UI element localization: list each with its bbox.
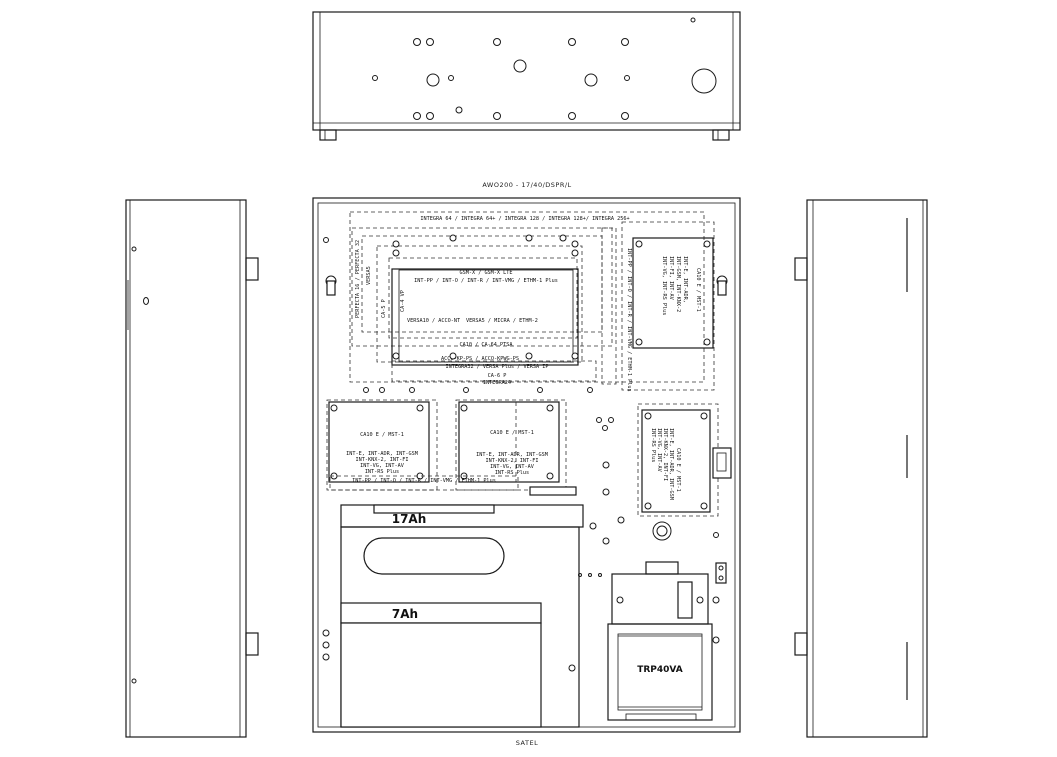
versa5-vertical-label: VERSA5 — [366, 266, 372, 285]
battery-7ah: 7Ah — [340, 602, 542, 728]
integra24-label: INTEGRA24 — [483, 380, 511, 386]
right-module-title: CA10 E / MST-1 — [695, 268, 701, 312]
transformer-label: TRP40VA — [637, 665, 683, 675]
lower-right-module-line-4: INT-RS Plus — [650, 428, 656, 462]
lower-right-module-line-2: INT-KNX-2, INT-FI — [662, 428, 668, 481]
lower-right-module-line-1: INT-E, INT-ADR, INT-GSM — [668, 428, 674, 500]
ca5p-label: CA-5 P — [381, 299, 387, 318]
right-module-line-4: INT-VG, INT-RS Plus — [661, 256, 667, 315]
ca10-label: CA10 / CA-64 PTSA — [459, 342, 513, 348]
int-modules-label: INT-PP / INT-O / INT-R / INT-VMG / ETHM-… — [414, 278, 558, 284]
right-int-modules-label: INT-PP / INT-O / INT-R / INT-VMG / ETHM-… — [626, 248, 632, 392]
acco-ps-label: ACCO-KP-PS / ACCO-KPWG-PS — [441, 356, 519, 362]
left-module-line-4: INT-RS Plus — [365, 469, 399, 475]
left-module-line-1: INT-E, INT-ADR, INT-GSM — [346, 451, 418, 457]
top-view — [312, 11, 741, 141]
perfecta-label: PERFECTA 16 / PERFECTA 32 — [355, 240, 361, 318]
bottom-bus-label: INT-PP / INT-O / INT-R / INT-VMG / ETHM-… — [352, 478, 496, 484]
left-module-line-2: INT-KNX-2, INT-FI — [355, 457, 408, 463]
mid-module-title: CA10 E / MST-1 — [490, 430, 534, 436]
mid-module-line-4: INT-RS Plus — [495, 470, 529, 476]
battery-17ah: 17Ah — [340, 504, 584, 728]
ca6p-label: CA-6 P — [488, 373, 507, 379]
drawing-title: AWO200 - 17/40/DSPR/L — [482, 181, 571, 189]
integra32-label: INTEGRA32 / VERSA Plus / VERSA IP — [445, 364, 548, 370]
mid-module-line-3: INT-VG, INT-AV — [490, 464, 534, 470]
versa10-label: VERSA10 / ACCO-NT — [407, 318, 460, 324]
lower-right-module-title: CA10 E / MST-1 — [675, 448, 681, 492]
ca4vp-label: CA-4 VP — [400, 290, 406, 312]
battery-7ah-label: 7Ah — [392, 607, 418, 621]
versa-micra-label: VERSA5 / MICRA / ETHM-2 — [466, 318, 538, 324]
right-side-view — [794, 199, 928, 738]
lower-right-module-line-3: INT-VG, INT-AV — [656, 428, 662, 472]
left-side-view — [125, 199, 259, 738]
integra-board-label: INTEGRA 64 / INTEGRA 64+ / INTEGRA 128 /… — [420, 216, 629, 222]
gsm-label: GSM-X / GSM-X LTE — [459, 270, 512, 276]
left-module-title: CA10 E / MST-1 — [360, 432, 404, 438]
manufacturer-label: SATEL — [516, 739, 538, 747]
battery-17ah-label: 17Ah — [392, 512, 427, 526]
right-module-line-1: INT-E, INT-ADR, — [682, 256, 688, 303]
mid-module-line-1: INT-E, INT-ADR, INT-GSM — [476, 452, 548, 458]
left-module-line-3: INT-VG, INT-AV — [360, 463, 404, 469]
front-view: INTEGRA 64 / INTEGRA 64+ / INTEGRA 128 /… — [312, 197, 741, 733]
right-module-line-3: INT-FI, INT-AV — [668, 256, 674, 300]
mid-module-line-2: INT-KNX-2, INT-FI — [485, 458, 538, 464]
right-module-line-2: INT-GSM, INT-KNX-2 — [675, 256, 681, 312]
transformer: TRP40VA — [607, 561, 713, 721]
